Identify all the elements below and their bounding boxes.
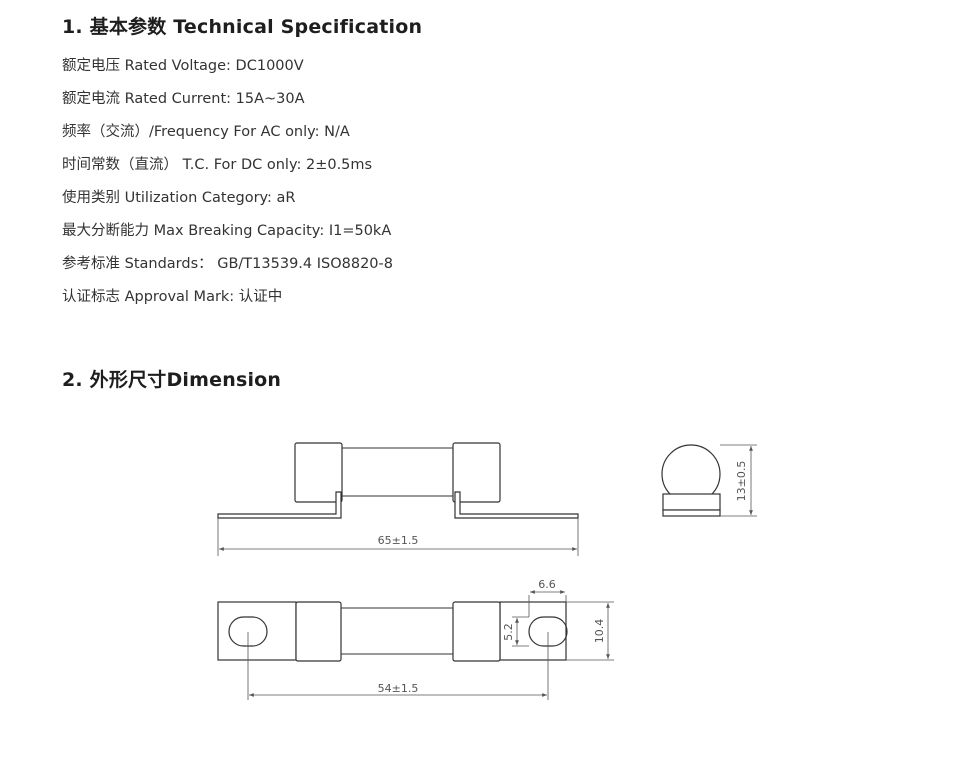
dim-hole-spacing-label: 54±1.5 [378, 682, 419, 695]
dim-slot-width-label: 5.2 [502, 623, 515, 641]
dim-length-label: 65±1.5 [378, 534, 419, 547]
spec-time-constant: 时间常数（直流） T.C. For DC only: 2±0.5ms [62, 157, 373, 173]
spec-utilization-category: 使用类别 Utilization Category: aR [62, 190, 296, 206]
spec-rated-current: 额定电流 Rated Current: 15A~30A [62, 91, 305, 107]
dim-width-label: 10.4 [593, 619, 606, 644]
spec-breaking-capacity: 最大分断能力 Max Breaking Capacity: I1=50kA [62, 223, 392, 239]
spec-rated-voltage: 额定电压 Rated Voltage: DC1000V [62, 58, 304, 74]
dim-height-label: 13±0.5 [735, 461, 748, 502]
fuse-side-view [661, 444, 721, 517]
section-title-specification: 1. 基本参数 Technical Specification [62, 16, 423, 38]
section-title-dimension: 2. 外形尺寸Dimension [62, 369, 282, 391]
dim-slot-pitch-label: 6.6 [538, 578, 556, 591]
spec-frequency: 频率（交流）/Frequency For AC only: N/A [62, 124, 350, 140]
spec-approval-mark: 认证标志 Approval Mark: 认证中 [62, 289, 283, 305]
spec-list: 额定电压 Rated Voltage: DC1000V 额定电流 Rated C… [62, 54, 393, 318]
spec-standards: 参考标准 Standards： GB/T13539.4 ISO8820-8 [62, 256, 393, 272]
fuse-front-view [217, 442, 579, 519]
fuse-top-view [217, 601, 568, 662]
